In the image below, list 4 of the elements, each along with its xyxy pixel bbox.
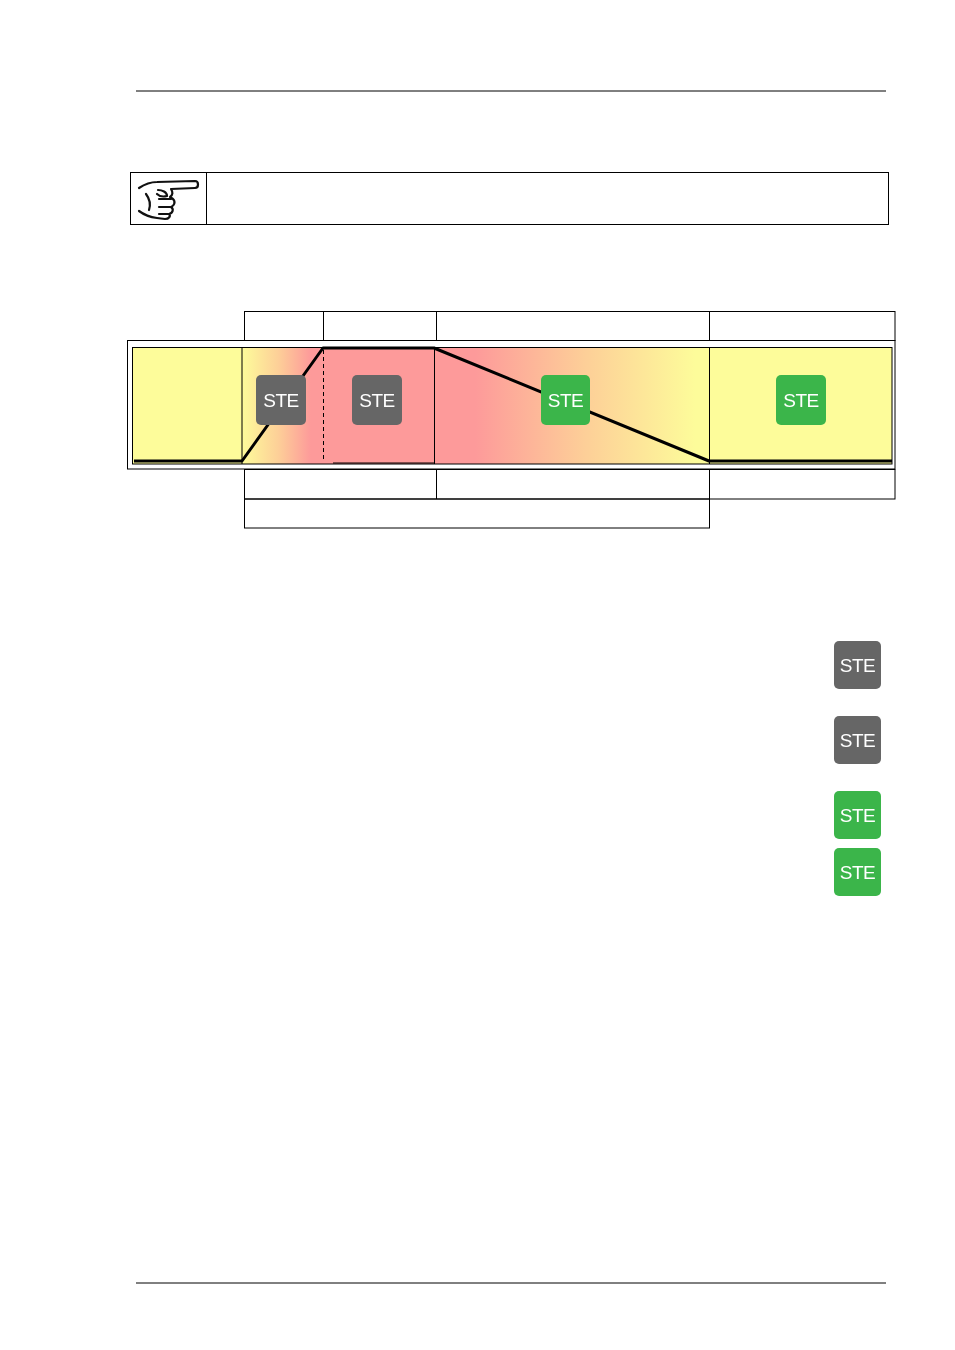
status-badge: STE xyxy=(834,848,881,896)
status-badge: STE xyxy=(834,791,881,839)
status-badge: STE xyxy=(834,716,881,764)
status-badge: STE xyxy=(834,641,881,689)
